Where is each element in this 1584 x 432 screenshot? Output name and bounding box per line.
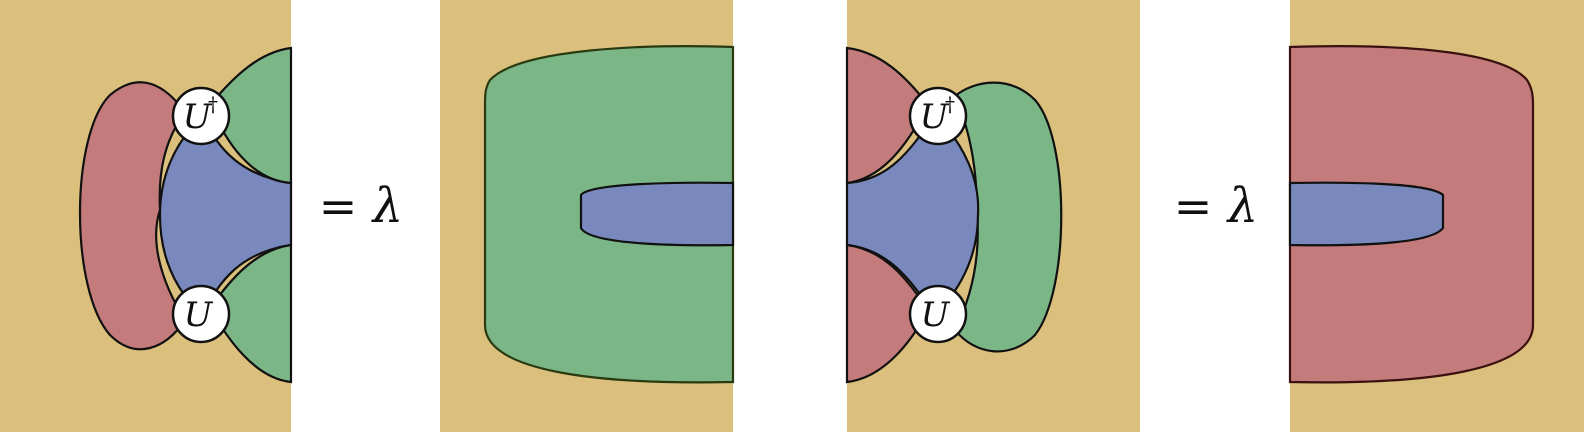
panel-3-node-bottom: U <box>908 284 968 344</box>
panel-3-node-bottom-symbol: U <box>921 295 951 335</box>
panel-2-blue-region <box>579 181 735 247</box>
panel-3-node-top-superscript: † <box>945 92 955 116</box>
panel-4-blue-region <box>1288 181 1445 247</box>
eq-2-lambda: λ <box>1226 178 1258 234</box>
panel-4-rhs <box>1288 0 1584 432</box>
panel-3-node-top: U † <box>908 86 968 146</box>
eq-1-lambda: λ <box>371 178 403 234</box>
panel-3-node-top-symbol: U <box>920 97 950 137</box>
panel-3-lhs: U † U <box>845 0 1140 432</box>
panel-1-node-top-symbol: U <box>183 97 213 137</box>
panel-1-node-top-superscript: † <box>208 92 218 116</box>
panel-1-node-top: U † <box>171 86 231 146</box>
eq-1-equals-sign: = <box>319 179 358 233</box>
panel-1-node-bottom: U <box>171 284 231 344</box>
eq-2-equals-sign: = <box>1174 179 1213 233</box>
panel-1-node-bottom-symbol: U <box>184 295 214 335</box>
panel-2-rhs <box>440 0 735 432</box>
panel-3-blue-region <box>845 113 980 317</box>
panel-1-lhs: U † U <box>0 0 293 432</box>
